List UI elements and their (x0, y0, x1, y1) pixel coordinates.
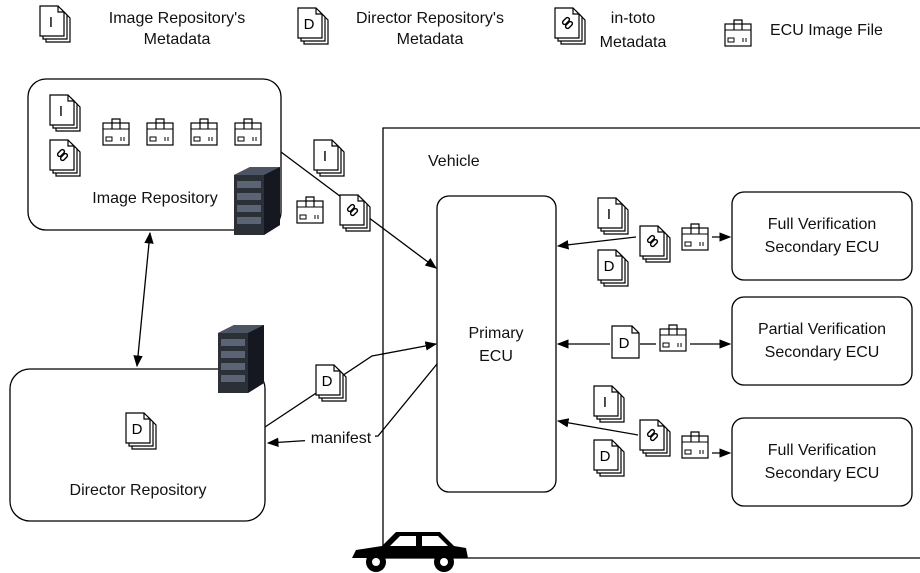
transfer-intoto-metadata-icon (339, 194, 371, 232)
secondary-ecu-middle-box (731, 296, 913, 386)
secondary-top-image-metadata-icon: I (597, 197, 629, 235)
legend-ecu-image-file-icon (724, 19, 752, 47)
secondary-bottom-image-metadata-icon: I (593, 385, 625, 423)
secondary-ecu-middle-label-2: Secondary ECU (765, 344, 880, 361)
transfer-director-metadata-icon: D (315, 364, 347, 402)
secondary-middle-director-metadata-icon: D (611, 325, 640, 359)
image-repo-ecu-file-4-icon (234, 118, 262, 146)
legend-image-metadata-icon: I (39, 5, 71, 43)
legend-ecu-image-file-label: ECU Image File (770, 22, 883, 39)
transfer-image-metadata-icon: I (313, 139, 345, 177)
image-repo-ecu-file-3-icon (190, 118, 218, 146)
image-repository-box (27, 78, 282, 231)
transfer-ecu-file-icon (296, 196, 324, 224)
primary-ecu-label-2: ECU (479, 348, 513, 365)
secondary-ecu-bottom-label-1: Full Verification (768, 442, 877, 459)
secondary-ecu-bottom-label-2: Secondary ECU (765, 465, 880, 482)
image-repo-intoto-metadata-icon (49, 139, 81, 177)
image-glyph: I (603, 394, 607, 411)
manifest-label: manifest (311, 430, 372, 447)
legend-intoto-metadata-icon (554, 7, 586, 45)
car-icon (352, 532, 468, 572)
secondary-top-intoto-metadata-icon (639, 225, 671, 263)
image-repository-label: Image Repository (92, 190, 217, 207)
director-glyph: D (604, 258, 615, 275)
legend-intoto-metadata-label-1: in-toto (611, 10, 656, 27)
image-glyph: I (607, 206, 611, 223)
director-to-primary-arrow (264, 341, 438, 428)
legend-image-metadata-label-2: Metadata (144, 31, 211, 48)
secondary-ecu-top-label-2: Secondary ECU (765, 239, 880, 256)
director-glyph: D (304, 16, 315, 33)
director-repository-server-icon (218, 325, 264, 393)
legend-image-metadata-label-1: Image Repository's (109, 10, 245, 27)
manifest-label-bg (305, 426, 375, 446)
image-repo-ecu-file-1-icon (102, 118, 130, 146)
director-glyph: D (600, 448, 611, 465)
secondary-ecu-top-label-1: Full Verification (768, 216, 877, 233)
director-glyph: D (322, 373, 333, 390)
primary-ecu-label-1: Primary (468, 325, 523, 342)
legend-director-metadata-label-1: Director Repository's (356, 10, 504, 27)
manifest-arrow (266, 363, 438, 448)
image-repo-image-metadata-icon: I (49, 94, 81, 132)
legend-director-metadata-icon: D (297, 7, 329, 45)
primary-to-secondary-bottom-line (556, 418, 639, 436)
image-repo-ecu-file-2-icon (146, 118, 174, 146)
legend-intoto-metadata-label-2: Metadata (600, 34, 667, 51)
image-glyph: I (323, 148, 327, 165)
secondary-ecu-top-box (731, 191, 913, 281)
primary-ecu-box (436, 195, 557, 493)
vehicle-boundary (382, 127, 920, 558)
secondary-top-director-metadata-icon: D (597, 249, 629, 287)
director-glyph: D (619, 335, 630, 352)
director-repository-label: Director Repository (70, 482, 207, 499)
legend-director-metadata-label-2: Metadata (397, 31, 464, 48)
director-glyph: D (132, 421, 143, 438)
image-repository-server-icon (234, 167, 280, 235)
secondary-ecu-bottom-box (731, 417, 913, 507)
image-glyph: I (59, 103, 63, 120)
director-repo-metadata-icon: D (125, 412, 157, 450)
secondary-bottom-ecu-file-icon (681, 431, 709, 459)
secondary-bottom-intoto-metadata-icon (639, 419, 671, 457)
repo-sync-arrow (133, 231, 154, 368)
secondary-ecu-middle-label-1: Partial Verification (758, 321, 886, 338)
secondary-middle-ecu-file-icon (659, 324, 687, 352)
vehicle-label: Vehicle (428, 153, 480, 170)
image-glyph: I (49, 14, 53, 31)
secondary-bottom-director-metadata-icon: D (593, 439, 625, 477)
primary-to-secondary-top-line (556, 236, 637, 250)
secondary-top-ecu-file-icon (681, 223, 709, 251)
